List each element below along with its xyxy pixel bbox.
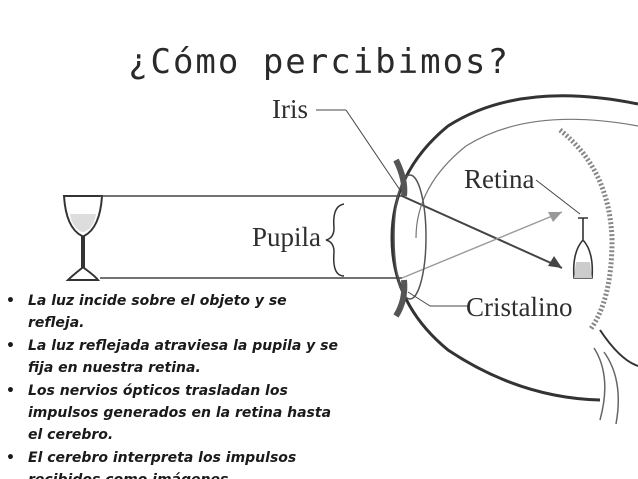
bullet-glyph: • — [6, 338, 15, 354]
bullet-item: • Los nervios ópticos trasladan los impul… — [6, 380, 346, 446]
light-rays — [100, 195, 563, 279]
ray-arrowhead-2 — [548, 212, 562, 222]
bullet-text: La luz incide sobre el objeto y se refle… — [28, 293, 287, 331]
bullet-text: El cerebro interpreta los impulsos recib… — [28, 450, 297, 479]
ray-arrowhead — [548, 256, 562, 268]
slide-title: ¿Cómo percibimos? — [128, 42, 510, 82]
bullet-glyph: • — [6, 450, 15, 466]
bullet-glyph: • — [6, 293, 15, 309]
label-pupila: Pupila — [252, 222, 322, 252]
bullet-item: • La luz reflejada atraviesa la pupila y … — [6, 335, 346, 379]
wine-glass-object — [62, 195, 104, 281]
bullet-glyph: • — [6, 383, 15, 399]
leader-lines — [316, 109, 581, 307]
label-iris: Iris — [272, 94, 308, 124]
pupil-brace — [325, 203, 345, 277]
label-retina: Retina — [464, 164, 535, 194]
retina-image — [572, 217, 594, 279]
bullet-item: • La luz incide sobre el objeto y se refl… — [6, 290, 346, 334]
bullet-text: La luz reflejada atraviesa la pupila y s… — [28, 338, 338, 376]
bullet-item: • El cerebro interpreta los impulsos reci… — [6, 447, 346, 479]
eyeball — [390, 94, 638, 425]
label-cristalino: Cristalino — [466, 292, 573, 322]
bullet-text: Los nervios ópticos trasladan los impuls… — [28, 383, 332, 443]
bullet-list: • La luz incide sobre el objeto y se refl… — [6, 290, 346, 479]
